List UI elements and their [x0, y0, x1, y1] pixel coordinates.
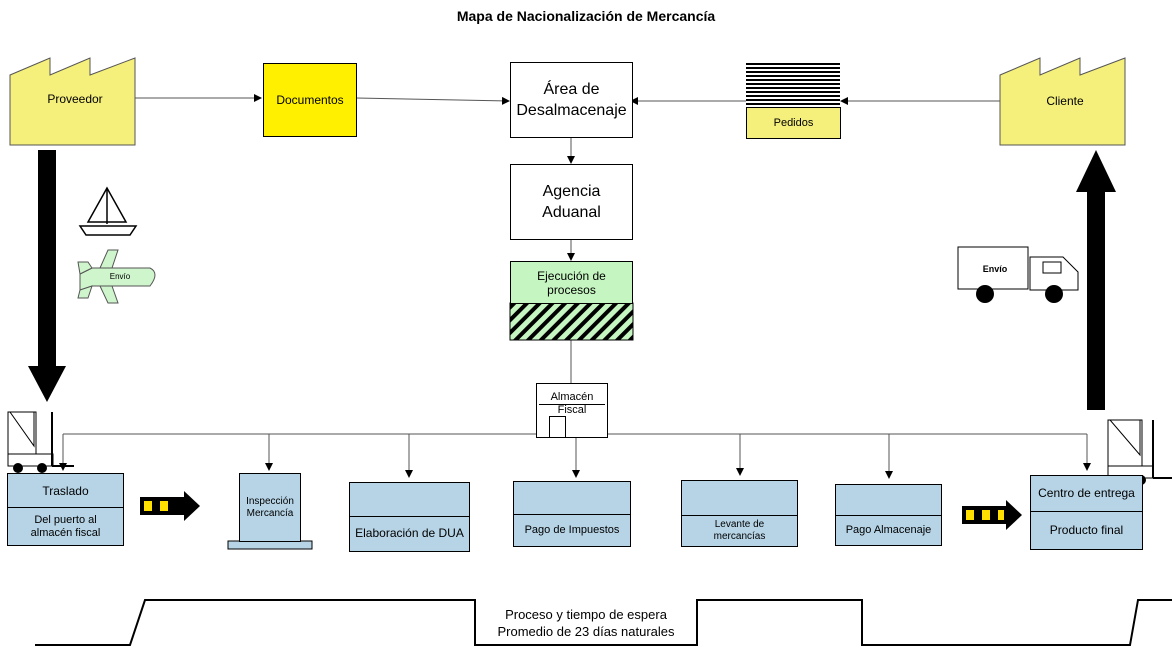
- timeline-line1: Proceso y tiempo de espera: [505, 607, 667, 622]
- centro-entrega-box: Centro de entrega Producto final: [1030, 475, 1143, 550]
- dua-label: Elaboración de DUA: [355, 526, 464, 540]
- diagram-title: Mapa de Nacionalización de Mercancía: [456, 8, 716, 24]
- big-up-arrow: [1076, 150, 1116, 410]
- traslado-box: Traslado Del puerto al almacén fiscal: [7, 473, 124, 546]
- ejecucion-line2: procesos: [547, 282, 596, 297]
- traslado-bottom-line2: almacén fiscal: [30, 526, 101, 539]
- impuestos-box: Pago de Impuestos: [513, 481, 631, 547]
- area-desalmacenaje-box: Área de Desalmacenaje: [510, 62, 633, 138]
- ejecucion-line1: Ejecución de: [537, 268, 606, 283]
- arrow-documentos-area: [355, 96, 510, 105]
- big-down-arrow: [28, 150, 66, 402]
- agencia-line2: Aduanal: [542, 204, 601, 221]
- timeline-line: [35, 599, 1172, 646]
- inspeccion-base: [227, 540, 313, 550]
- proveedor-factory-shape: [9, 57, 136, 146]
- pedidos-box: Pedidos: [746, 107, 841, 139]
- ejecucion-procesos-box: Ejecución de procesos: [510, 261, 633, 304]
- documentos-label: Documentos: [276, 93, 344, 107]
- forklift-left-icon: [7, 411, 74, 473]
- distribution-bus: [59, 433, 1091, 479]
- door-icon: [549, 416, 566, 438]
- pedidos-stack-icon: [746, 63, 840, 105]
- centro-bottom: Producto final: [1049, 523, 1124, 538]
- plane-envio-label: Envío: [109, 272, 131, 281]
- ejecucion-hatch: [509, 302, 634, 341]
- cliente-label: Cliente: [1046, 94, 1084, 108]
- almacenaje-box: Pago Almacenaje: [835, 484, 942, 546]
- documentos-box: Documentos: [263, 63, 357, 137]
- inspeccion-line1: Inspección: [246, 495, 294, 507]
- push-arrow-right: [962, 500, 1022, 530]
- dua-box: Elaboración de DUA: [349, 482, 470, 552]
- almacen-fiscal-box: Almacén Fiscal: [536, 383, 608, 438]
- levante-line1: Levante de: [714, 519, 765, 530]
- agencia-aduanal-box: Agencia Aduanal: [510, 164, 633, 240]
- traslado-top: Traslado: [8, 474, 123, 509]
- area-desalmacenaje-line2: Desalmacenaje: [516, 102, 627, 119]
- plane-icon: [77, 249, 156, 304]
- almacen-line2: Fiscal: [557, 404, 587, 416]
- ship-icon: [78, 186, 138, 236]
- push-arrow-left: [140, 491, 200, 521]
- almacen-line1: Almacén: [550, 391, 594, 403]
- levante-box: Levante de mercancías: [681, 480, 798, 547]
- truck-icon: [957, 246, 1079, 303]
- inspeccion-box: Inspección Mercancía: [239, 473, 301, 542]
- proveedor-label: Proveedor: [47, 92, 103, 106]
- timeline-line2: Promedio de 23 días naturales: [497, 624, 675, 639]
- levante-line2: mercancías: [713, 531, 766, 542]
- forklift-right-icon: [1107, 419, 1172, 485]
- almacenaje-label: Pago Almacenaje: [845, 524, 932, 536]
- timeline-label: Proceso y tiempo de espera Promedio de 2…: [475, 606, 697, 640]
- agencia-line1: Agencia: [542, 183, 601, 200]
- traslado-bottom-line1: Del puerto al: [34, 513, 97, 526]
- pedidos-label: Pedidos: [773, 117, 814, 129]
- inspeccion-line2: Mercancía: [246, 507, 294, 519]
- centro-top: Centro de entrega: [1031, 476, 1142, 512]
- truck-envio-label: Envío: [982, 264, 1008, 274]
- area-desalmacenaje-line1: Área de: [543, 81, 600, 98]
- cliente-factory-shape: [999, 57, 1126, 146]
- impuestos-label: Pago de Impuestos: [524, 524, 620, 536]
